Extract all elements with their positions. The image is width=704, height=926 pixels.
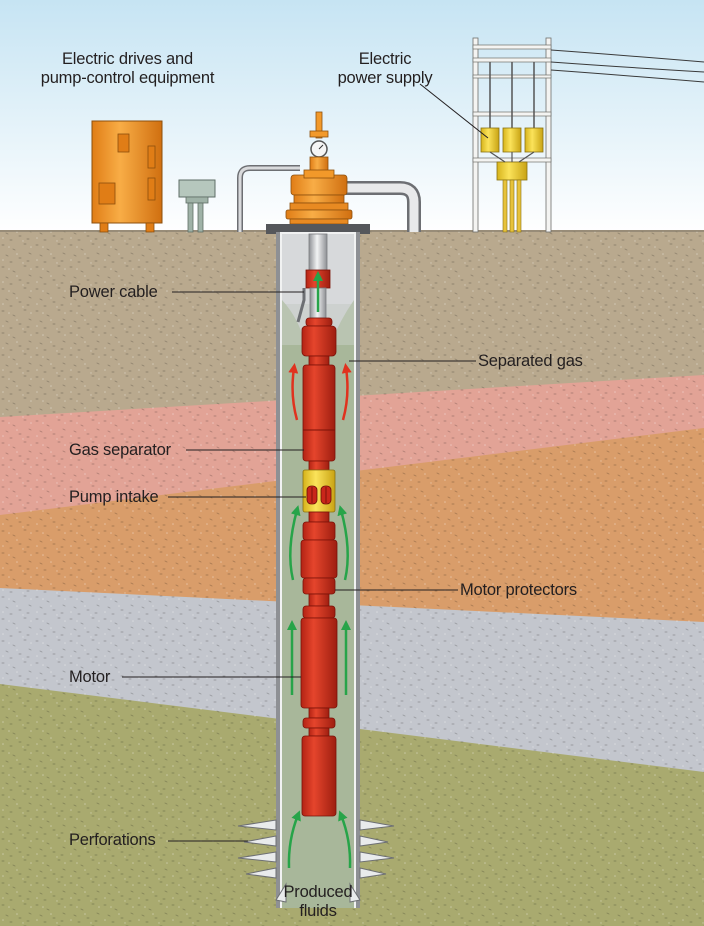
label-power-cable: Power cable [69, 283, 158, 301]
label-produced-fluids: Produced fluids [270, 883, 366, 921]
label-pump-intake: Pump intake [69, 488, 159, 506]
wellhead-icon [285, 111, 353, 225]
label-power-line1: Electric [358, 50, 412, 68]
label-perforations: Perforations [69, 831, 156, 849]
junction-box-icon [178, 179, 216, 233]
esp-string [300, 317, 338, 817]
label-drives-line1: Electric drives and [61, 50, 193, 68]
label-gas-separator: Gas separator [69, 441, 171, 459]
label-motor: Motor [69, 668, 111, 686]
perforations [237, 819, 395, 879]
label-drives: Electric drives and pump-control equipme… [20, 50, 235, 88]
transformer-icon [480, 127, 544, 233]
label-produced-line1: Produced [283, 883, 353, 901]
label-power-supply: Electric power supply [320, 50, 450, 88]
label-power-line2: power supply [337, 69, 433, 87]
control-cabinet-icon [91, 120, 163, 233]
gas-flow-arrows [288, 363, 352, 421]
label-produced-line2: fluids [299, 902, 337, 920]
fluid-flow-arrows [287, 271, 352, 869]
label-separated-gas: Separated gas [478, 352, 583, 370]
leader-lines [122, 83, 489, 842]
label-motor-protectors: Motor protectors [460, 581, 577, 599]
label-drives-line2: pump-control equipment [40, 69, 215, 87]
